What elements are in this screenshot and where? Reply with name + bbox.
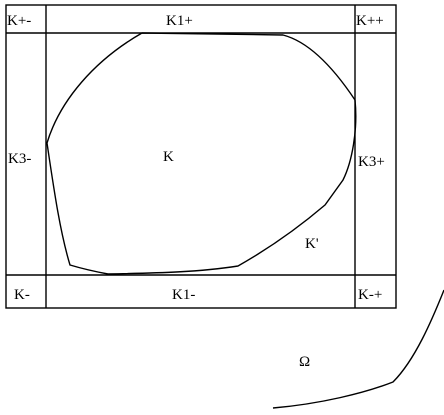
label-corner-top-right: K++ xyxy=(356,13,384,29)
label-corner-top-left: K+- xyxy=(7,13,31,29)
set-k-boundary xyxy=(46,32,357,275)
outer-rectangle xyxy=(5,4,397,309)
label-strip-right: K3+ xyxy=(358,154,385,170)
label-corner-bottom-left: K- xyxy=(14,287,30,303)
label-omega: Ω xyxy=(299,354,310,370)
omega-boundary-arc xyxy=(272,289,444,409)
label-strip-top: K1+ xyxy=(166,13,193,29)
label-strip-bottom: K1- xyxy=(172,287,195,303)
label-center-k: K xyxy=(163,149,174,165)
label-k-prime: K' xyxy=(305,236,319,252)
label-corner-bottom-right: K-+ xyxy=(358,287,382,303)
label-strip-left: K3- xyxy=(8,151,31,167)
